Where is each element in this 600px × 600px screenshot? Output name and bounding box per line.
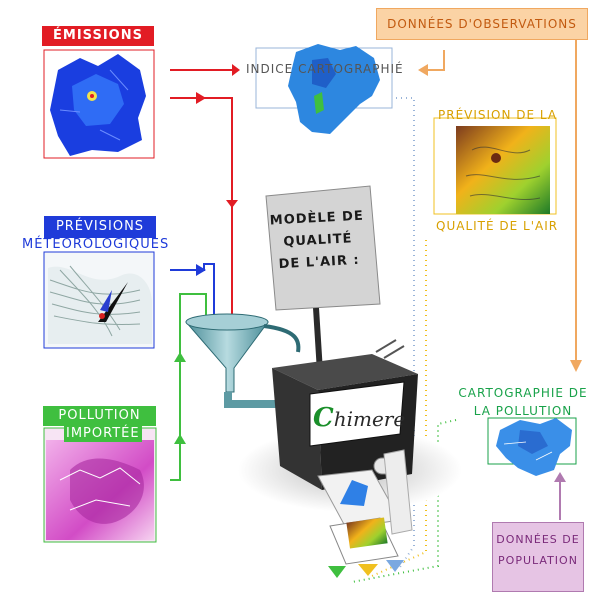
emissions-label: ÉMISSIONS — [42, 26, 154, 46]
pollution-label: POLLUTION — [43, 406, 156, 426]
indice-map — [255, 44, 393, 134]
chimere-logo-c: C — [313, 403, 334, 433]
prevision-label-line1: PRÉVISION DE LA — [438, 108, 558, 122]
cartographie-map — [487, 417, 577, 476]
observations-box: DONNÉES D'OBSERVATIONS — [376, 8, 588, 40]
paper-output — [317, 449, 413, 565]
previsions-label: PRÉVISIONS — [44, 216, 156, 238]
prevision-map — [433, 117, 557, 215]
funnel — [185, 313, 301, 408]
pollution-map — [43, 427, 157, 543]
model-sign — [265, 185, 381, 373]
importee-label: IMPORTÉE — [64, 426, 142, 442]
population-box: DONNÉES DE POPULATION — [492, 522, 584, 592]
machine-box — [272, 339, 418, 490]
cartographie-label: CARTOGRAPHIE DE LA POLLUTION — [458, 386, 588, 418]
chimere-logo: Chimere — [313, 403, 405, 433]
indice-cartographie-label: INDICE CARTOGRAPHIÉ — [246, 62, 404, 76]
meteorologiques-label: MÉTÉOROLOGIQUES — [22, 237, 170, 252]
meteo-map — [43, 251, 155, 349]
prevision-label-line2: QUALITÉ DE L'AIR — [436, 219, 559, 233]
chimere-logo-rest: himere — [333, 407, 406, 431]
model-sign-text: MODÈLE DE QUALITÉ DE L'AIR : — [269, 208, 365, 273]
emissions-map — [43, 49, 155, 159]
